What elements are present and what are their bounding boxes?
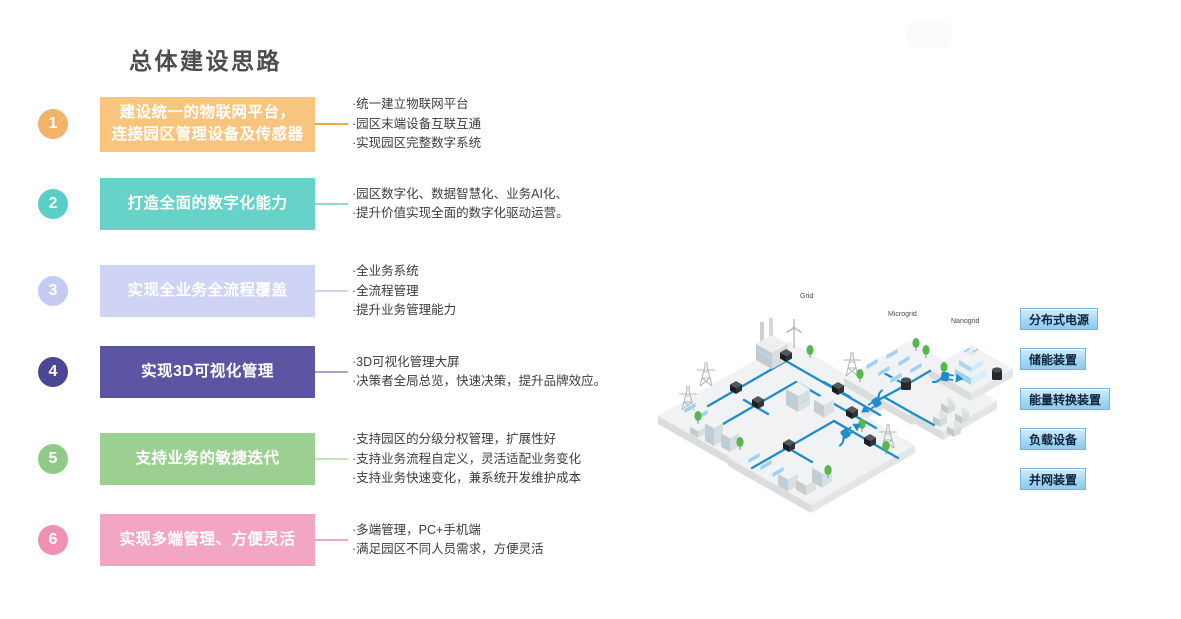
step-heading-line: 建设统一的物联网平台， (119, 104, 296, 122)
step-heading-line: 实现3D可视化管理 (141, 363, 274, 380)
legend-label: 分布式电源 (1029, 312, 1090, 327)
step-bullets: ·多端管理，PC+手机端 ·满足园区不同人员需求，方便灵活 (352, 521, 544, 560)
connector-line (315, 203, 348, 205)
step-number: 1 (48, 115, 58, 133)
step-bullets: ·3D可视化管理大屏 ·决策者全局总览，快速决策，提升品牌效应。 (352, 353, 606, 392)
step-bullets: ·支持园区的分级分权管理，扩展性好 ·支持业务流程自定义，灵活适配业务变化 ·支… (352, 430, 581, 489)
step-heading-line: 支持业务的敏捷迭代 (135, 450, 280, 468)
connector-line (315, 371, 348, 373)
step-number: 6 (48, 531, 58, 548)
bullet-item: ·支持园区的分级分权管理，扩展性好 (352, 432, 557, 446)
bullet-item: ·全流程管理 (352, 283, 419, 298)
bullet-item: ·多端管理，PC+手机端 (352, 522, 481, 537)
step-row-2: 2 打造全面的数字化能力 ·园区数字化、数据智慧化、业务AI化、 ·提升价值实现… (38, 178, 569, 230)
bullet-item: ·全业务系统 (352, 264, 419, 278)
step-number: 5 (48, 450, 58, 468)
connector-line (315, 123, 348, 126)
bullet-item: ·满足园区不同人员需求，方便灵活 (352, 542, 544, 556)
step-row-3: 3 实现全业务全流程覆盖 ·全业务系统 ·全流程管理 ·提升业务管理能力 (38, 262, 456, 321)
bullet-item: ·统一建立物联网平台 (352, 97, 469, 111)
step-row-1: 1 建设统一的物联网平台， 连接园区管理设备及传感器 ·统一建立物联网平台 ·园… (38, 95, 481, 154)
bullet-item: ·提升业务管理能力 (352, 303, 457, 317)
legend-label: 并网装置 (1029, 472, 1078, 487)
nanogrid-label: Nanogrid (951, 318, 980, 325)
bullet-item: ·园区数字化、数据智慧化、业务AI化、 (352, 186, 568, 201)
connector-line (315, 290, 348, 293)
nanogrid-building (955, 347, 987, 385)
step-box: 建设统一的物联网平台， 连接园区管理设备及传感器 (100, 96, 315, 152)
step-box: 实现3D可视化管理 (100, 346, 315, 398)
legend-label: 储能装置 (1029, 352, 1078, 367)
wind-turbine-icon (785, 319, 803, 348)
legend-chip-load-devices: 负载设备 (1020, 428, 1087, 450)
bullet-item: ·3D可视化管理大屏 (352, 354, 460, 369)
bullet-item: ·实现园区完整数字系统 (352, 136, 482, 150)
page-title: 总体建设思路 (129, 48, 282, 74)
legend-chip-grid-connection: 并网装置 (1020, 468, 1087, 490)
bullet-item: ·提升价值实现全面的数字化驱动运营。 (352, 206, 569, 220)
step-number: 2 (48, 195, 58, 212)
bullet-item: ·支持业务快速变化，兼系统开发维护成本 (352, 471, 582, 485)
legend-label: 负载设备 (1029, 432, 1078, 447)
step-heading-line: 实现全业务全流程覆盖 (127, 282, 288, 300)
step-heading-line: 打造全面的数字化能力 (127, 195, 288, 212)
bullet-item: ·支持业务流程自定义，灵活适配业务变化 (352, 451, 582, 466)
step-heading-line: 连接园区管理设备及传感器 (111, 126, 304, 144)
step-number-badge: 5 (38, 444, 68, 475)
step-box: 支持业务的敏捷迭代 (100, 433, 315, 486)
step-row-4: 4 实现3D可视化管理 ·3D可视化管理大屏 ·决策者全局总览，快速决策，提升品… (38, 346, 606, 398)
step-number-badge: 2 (38, 189, 68, 219)
step-row-6: 6 实现多端管理、方便灵活 ·多端管理，PC+手机端 ·满足园区不同人员需求，方… (38, 514, 544, 566)
step-number: 4 (48, 363, 58, 380)
watermark-blob (906, 22, 952, 48)
microgrid-label: Microgrid (888, 311, 917, 318)
step-row-5: 5 支持业务的敏捷迭代 ·支持园区的分级分权管理，扩展性好 ·支持业务流程自定义… (38, 430, 581, 489)
step-number-badge: 6 (38, 525, 68, 555)
connector-line (315, 539, 348, 541)
grid-label: Grid (800, 293, 813, 300)
bullet-item: ·决策者全局总览，快速决策，提升品牌效应。 (352, 374, 607, 388)
step-number-badge: 4 (38, 357, 68, 387)
step-box: 打造全面的数字化能力 (100, 178, 315, 230)
legend-chip-energy-storage: 储能装置 (1020, 348, 1087, 370)
connector-line (315, 458, 348, 461)
campus-grid-illustration: Grid Microgrid Nanogrid (658, 293, 1013, 513)
step-bullets: ·园区数字化、数据智慧化、业务AI化、 ·提升价值实现全面的数字化驱动运营。 (352, 185, 569, 224)
legend-label: 能量转换装置 (1029, 392, 1102, 407)
step-box: 实现全业务全流程覆盖 (100, 265, 315, 318)
step-number-badge: 1 (38, 109, 68, 140)
step-bullets: ·全业务系统 ·全流程管理 ·提升业务管理能力 (352, 262, 456, 321)
bullet-item: ·园区末端设备互联互通 (352, 116, 482, 131)
legend-chip-distributed-power: 分布式电源 (1020, 308, 1099, 330)
step-heading-line: 实现多端管理、方便灵活 (119, 531, 296, 548)
step-box: 实现多端管理、方便灵活 (100, 514, 315, 566)
legend-chip-energy-conversion: 能量转换装置 (1020, 388, 1111, 410)
step-number: 3 (48, 282, 58, 300)
step-bullets: ·统一建立物联网平台 ·园区末端设备互联互通 ·实现园区完整数字系统 (352, 95, 481, 154)
plant-buildings (786, 382, 834, 418)
factory-building (756, 318, 788, 369)
step-number-badge: 3 (38, 276, 68, 307)
